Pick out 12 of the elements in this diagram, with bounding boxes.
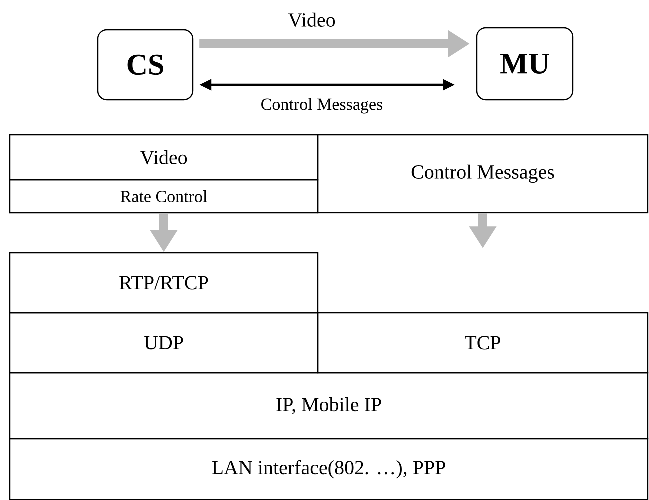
endpoint-box: CS xyxy=(97,29,194,101)
protocol-layer: UDP xyxy=(9,312,319,374)
protocol-layer: TCP xyxy=(317,312,649,374)
protocol-layer: RTP/RTCP xyxy=(9,252,319,314)
protocol-layer: Control Messages xyxy=(317,134,649,214)
protocol-layer: Video xyxy=(9,134,319,181)
protocol-layer: LAN interface(802. …), PPP xyxy=(9,438,649,500)
edge-label: Control Messages xyxy=(262,98,383,114)
protocol-layer: IP, Mobile IP xyxy=(9,372,649,440)
protocol-layer: Rate Control xyxy=(9,179,319,214)
edge-label: Video xyxy=(288,12,336,28)
endpoint-box: MU xyxy=(476,27,574,101)
